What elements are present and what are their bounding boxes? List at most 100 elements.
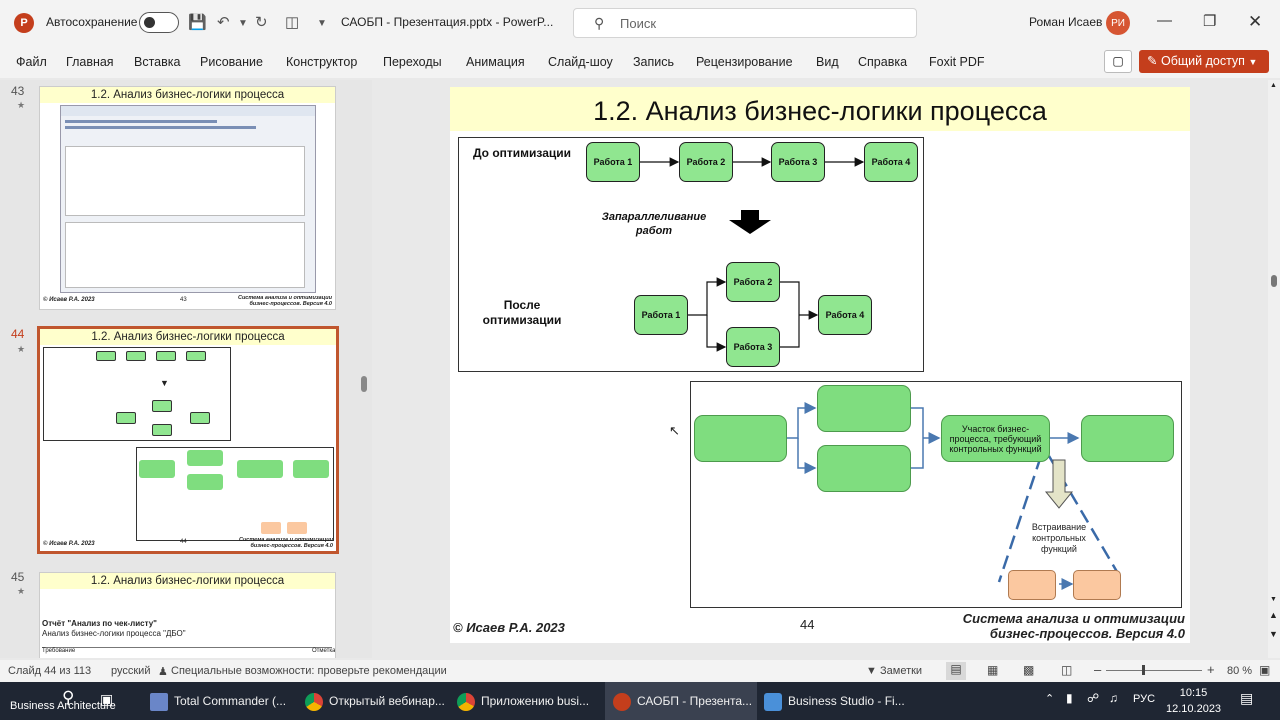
quick-access-dropdown-icon[interactable]: ▼ [317,18,327,29]
close-icon[interactable]: ✕ [1248,12,1263,31]
undo-dropdown-icon[interactable]: ▼ [238,18,248,29]
task-2-after[interactable]: Работа 2 [726,262,780,302]
next-slide-icon[interactable]: ▼ [1269,629,1278,639]
thumb-scrollbar[interactable] [360,166,368,658]
zoom-level[interactable]: 80 % [1227,665,1253,677]
autosave-toggle[interactable] [139,12,179,33]
taskbar-business-studio[interactable]: Business Studio - Fi... [764,682,914,720]
redo-icon[interactable]: ↻ [255,14,268,31]
thumbnail-slide-43[interactable]: 1.2. Анализ бизнес-логики процесса © Иса… [39,86,336,310]
process-step-2[interactable] [817,385,911,432]
before-after-diagram[interactable]: До оптимизации Работа 1 Работа 2 Работа … [458,137,924,372]
tab-record[interactable]: Запись [633,55,675,69]
tab-file[interactable]: Файл [16,55,47,69]
scroll-down-icon[interactable]: ▼ [1270,596,1277,603]
tab-help[interactable]: Справка [858,55,908,69]
thumbnail-slide-45[interactable]: 1.2. Анализ бизнес-логики процесса Отчёт… [39,572,336,658]
prev-slide-icon[interactable]: ▲ [1269,610,1278,620]
notifications-icon[interactable]: ▤ [1240,690,1254,706]
tab-animations[interactable]: Анимация [466,55,525,69]
user-name[interactable]: Роман Исаев [1029,15,1103,29]
task-4-before[interactable]: Работа 4 [864,142,918,182]
process-step-4[interactable] [1081,415,1174,462]
accessibility-status[interactable]: Специальные возможности: проверьте реком… [171,665,447,677]
tab-view[interactable]: Вид [816,55,839,69]
thumb-number-active: 44 [11,327,25,341]
tab-draw[interactable]: Рисование [200,55,263,69]
current-slide[interactable]: 1.2. Анализ бизнес-логики процесса До оп… [450,87,1190,643]
presenter-icon[interactable]: ◫ [285,14,300,31]
zoom-in-icon[interactable]: + [1207,662,1215,677]
slide-scrollbar[interactable]: ▲ ▼ ▲ ▼ [1268,80,1280,658]
scroll-up-icon[interactable]: ▲ [1270,82,1277,89]
search-box[interactable]: ⚲ Поиск [573,8,917,38]
tab-design[interactable]: Конструктор [286,55,358,69]
save-icon[interactable]: 💾 [188,14,207,31]
slide-scrollbar-handle[interactable] [1271,275,1277,287]
task-2-before[interactable]: Работа 2 [679,142,733,182]
tab-insert[interactable]: Вставка [134,55,181,69]
restore-icon[interactable]: ❐ [1203,13,1217,30]
notes-icon[interactable]: ▼ [866,665,877,677]
before-after-arrows [640,157,865,352]
taskbar-total-commander[interactable]: Total Commander (... [150,682,298,720]
zoom-out-icon[interactable]: – [1094,662,1102,677]
task-4-after[interactable]: Работа 4 [818,295,872,335]
taskbar-item-label: Business Studio - Fi... [788,694,905,708]
control-function-1[interactable] [1008,570,1056,600]
share-button[interactable]: ✎ Общий доступ ▼ [1139,50,1269,73]
task-1-after[interactable]: Работа 1 [634,295,688,335]
thumb-col-2: Отметка [312,648,336,654]
slideshow-icon[interactable]: ◫ [1061,663,1073,677]
before-label: До оптимизации [472,146,572,160]
tab-foxit[interactable]: Foxit PDF [929,55,985,69]
minimize-icon[interactable]: — [1157,12,1172,29]
slide-title[interactable]: 1.2. Анализ бизнес-логики процесса [450,87,1190,131]
search-taskbar-icon[interactable]: ⚲ [62,688,75,707]
comments-button[interactable]: ▢ [1104,50,1132,73]
ribbon-tabs: Файл Главная Вставка Рисование Конструкт… [0,46,1280,78]
tray-network-icon[interactable]: ☍ [1087,691,1100,705]
tray-chevron-icon[interactable]: ⌃ [1045,693,1055,705]
process-section-control[interactable]: Участок бизнес-процесса, требующий контр… [941,415,1050,462]
taskbar-powerpoint[interactable]: САОБП - Презента... [605,682,757,720]
language-indicator[interactable]: РУС [1133,693,1156,705]
accessibility-icon[interactable]: ♟ [158,666,168,678]
volume-icon[interactable]: ♫ [1109,691,1118,705]
thumb-footer-right-2: бизнес-процессов. Версия 4.0 [249,301,332,307]
thumbnail-slide-44[interactable]: 1.2. Анализ бизнес-логики процесса ▼ © И… [37,326,339,554]
tab-transitions[interactable]: Переходы [383,55,442,69]
slide-sorter-icon[interactable]: ▦ [987,663,999,677]
notes-button[interactable]: Заметки [880,665,923,677]
mouse-cursor-icon: ↖ [669,423,680,438]
tab-slideshow[interactable]: Слайд-шоу [548,55,613,69]
total-commander-icon [150,692,168,711]
fit-slide-icon[interactable]: ▣ [1259,663,1271,677]
tab-review[interactable]: Рецензирование [696,55,793,69]
task-3-before[interactable]: Работа 3 [771,142,825,182]
task-1-before[interactable]: Работа 1 [586,142,640,182]
process-step-1[interactable] [694,415,787,462]
task-view-icon[interactable]: ▣ [100,691,114,707]
zoom-slider[interactable] [1106,665,1202,675]
thumb-scrollbar-handle[interactable] [361,376,367,392]
taskbar-chrome-1[interactable]: Открытый вебинар... [305,682,450,720]
control-functions-diagram[interactable]: Участок бизнес-процесса, требующий контр… [690,381,1182,608]
business-studio-icon [764,692,782,711]
task-3-after[interactable]: Работа 3 [726,327,780,367]
control-function-2[interactable] [1073,570,1121,600]
tab-home[interactable]: Главная [66,55,114,69]
clock-time: 10:15 [1179,687,1208,699]
thumb-page: 44 [180,539,187,545]
reading-view-icon[interactable]: ▩ [1023,663,1035,677]
process-step-3[interactable] [817,445,911,492]
avatar[interactable]: РИ [1106,11,1130,35]
thumb-number: 43 [11,84,25,98]
thumb-screenshot [60,105,316,293]
tray-usb-icon[interactable]: ▮ [1066,691,1073,705]
normal-view-icon[interactable]: ▤ [946,662,966,680]
taskbar-chrome-2[interactable]: Приложению busi... [457,682,602,720]
undo-icon[interactable]: ↶ [217,14,230,31]
language-status[interactable]: русский [111,665,151,677]
